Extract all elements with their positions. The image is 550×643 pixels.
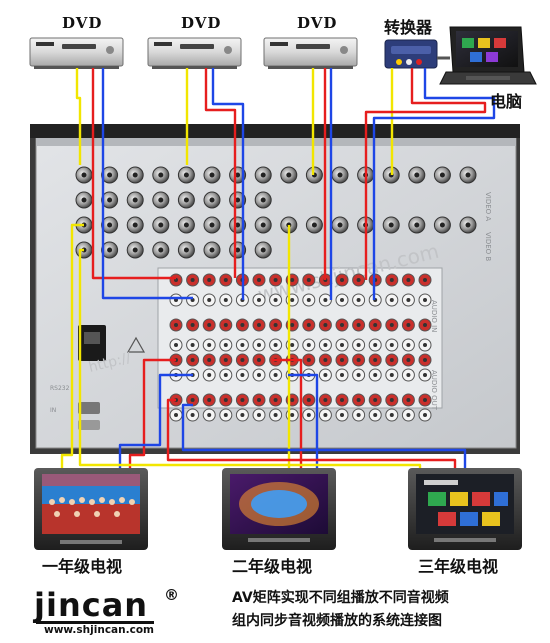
cable-routing [60,56,496,468]
warning-icon [126,336,146,353]
jincan-logo-accent [36,621,154,624]
dvd-label-1: DVD [62,14,103,32]
tv-label-grade-3: 三年级电视 [418,557,499,576]
vga-av-converter [384,39,438,69]
brand-website: www.shjincan.com [44,624,154,636]
tv-grade-1 [34,468,148,550]
svg-text:RS232: RS232 [50,385,70,392]
dvd-player-3 [263,37,358,69]
svg-text:AUDIO OUT: AUDIO OUT [430,370,438,411]
dvd-player-2 [147,37,242,69]
tv-grade-2 [222,468,336,550]
tv-label-grade-1: 一年级电视 [42,557,123,576]
registered-mark: ® [164,586,179,604]
bnc-video-connectors [75,166,477,259]
brand-logo: jincan [34,586,149,624]
serial-port [78,402,100,414]
computer-label: 电脑 [490,92,523,111]
tv-label-grade-2: 二年级电视 [232,557,313,576]
svg-text:VIDEO B: VIDEO B [484,232,492,261]
caption-line-1: AV矩阵实现不同组播放不同音视频 [232,590,449,606]
laptop-computer [439,26,537,85]
svg-text:VIDEO A: VIDEO A [484,192,492,221]
svg-text:IN: IN [50,407,56,414]
tv-grade-3 [408,468,522,550]
dvd-player-1 [29,37,124,69]
caption-line-2: 组内同步音视频播放的系统连接图 [232,613,442,629]
dvd-label-3: DVD [297,14,338,32]
converter-label: 转换器 [384,18,433,37]
svg-text:AUDIO IN: AUDIO IN [430,300,438,332]
rca-audio-connectors [169,273,432,422]
dvd-label-2: DVD [181,14,222,32]
